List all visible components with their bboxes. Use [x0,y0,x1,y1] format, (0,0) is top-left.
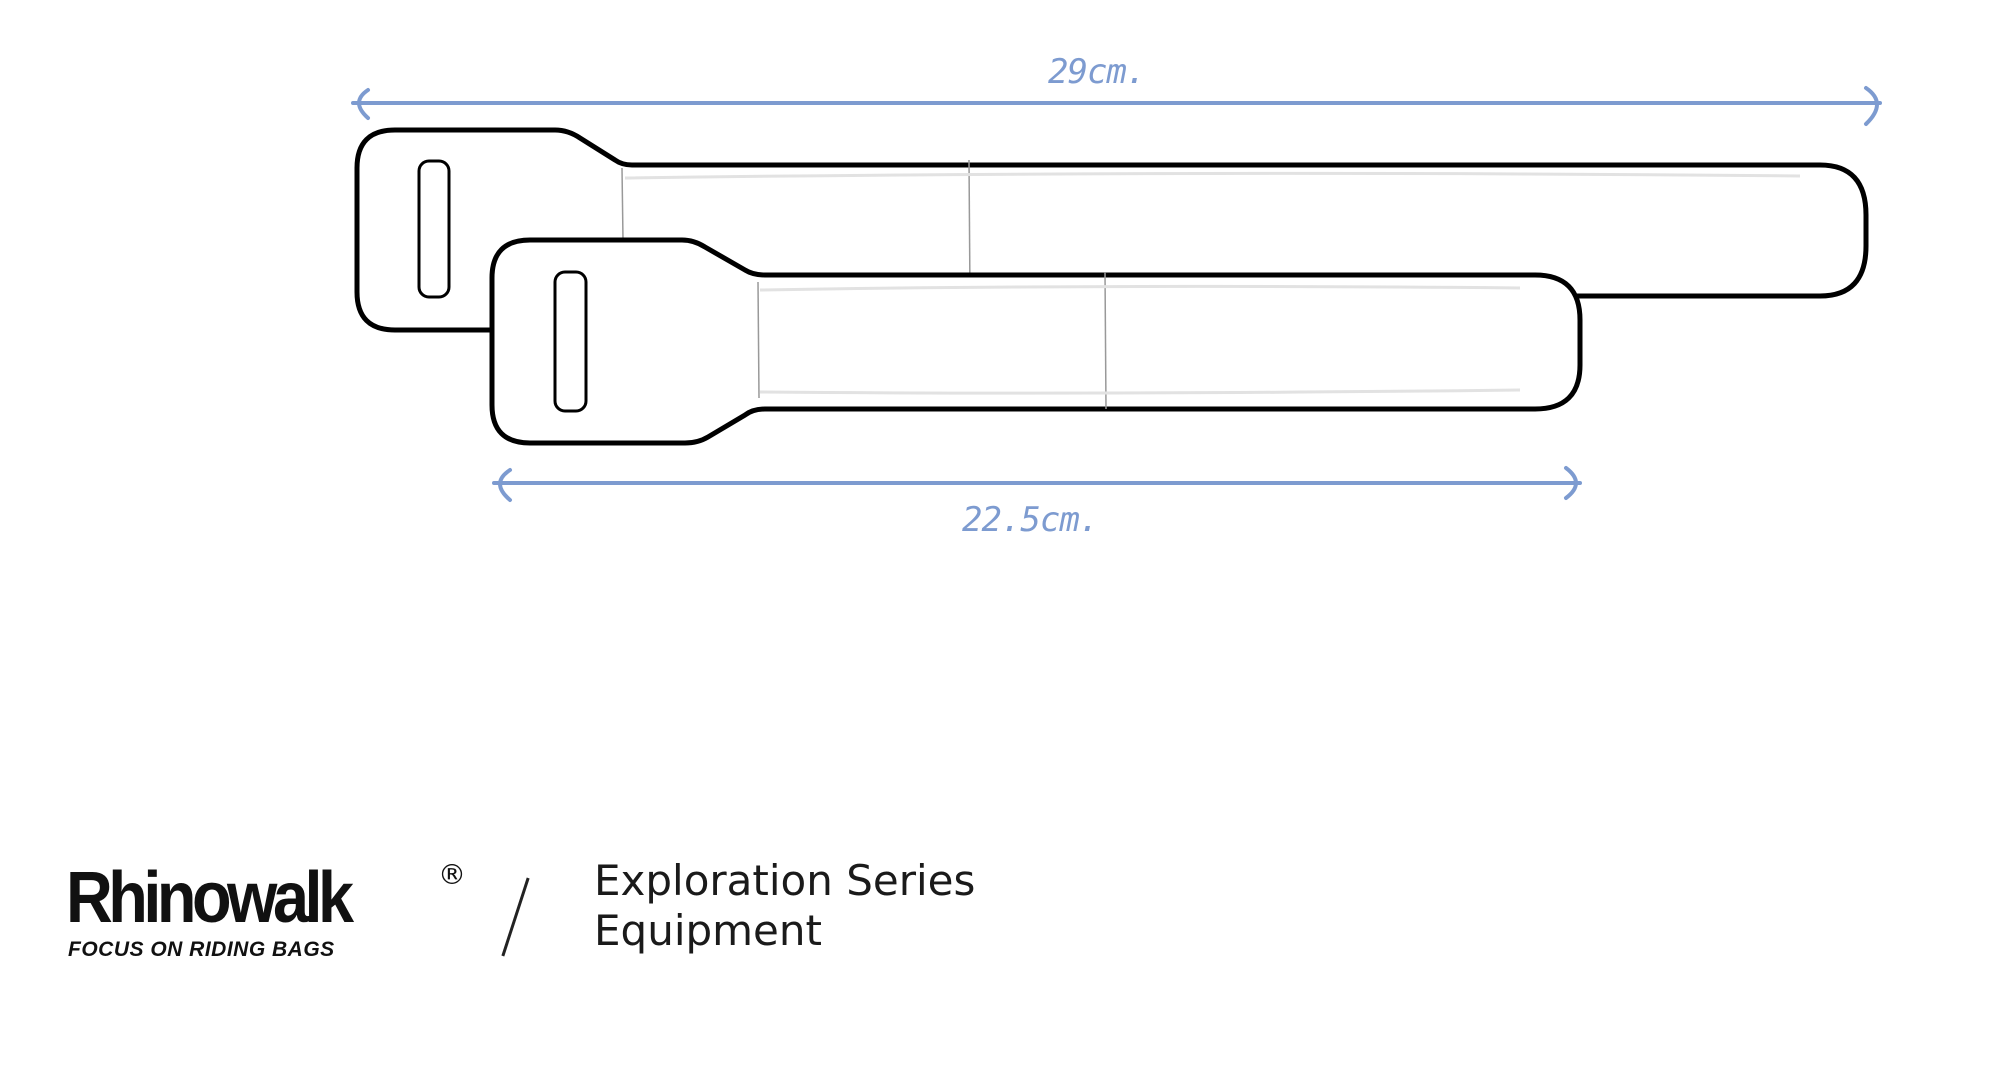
series-line-1: Exploration Series [594,856,976,905]
short-strap-length-label: 22.5cm. [962,500,1099,540]
long-strap-length-label: 29cm. [1048,52,1146,92]
series-title: Exploration Series Equipment [594,856,975,956]
brand-logo: Rhinowalk FOCUS ON RIDING BAGS [66,858,381,961]
brand-tagline: FOCUS ON RIDING BAGS [68,938,335,961]
series-line-2: Equipment [594,906,822,955]
long-strap-slot [417,159,451,299]
short-strap [489,237,1583,446]
brand-name: Rhinowalk [66,858,354,938]
short-dimension-arrow [492,466,1582,502]
long-dimension-arrow [351,86,1882,126]
registered-mark: ® [438,858,466,891]
short-strap-slot [553,270,588,413]
